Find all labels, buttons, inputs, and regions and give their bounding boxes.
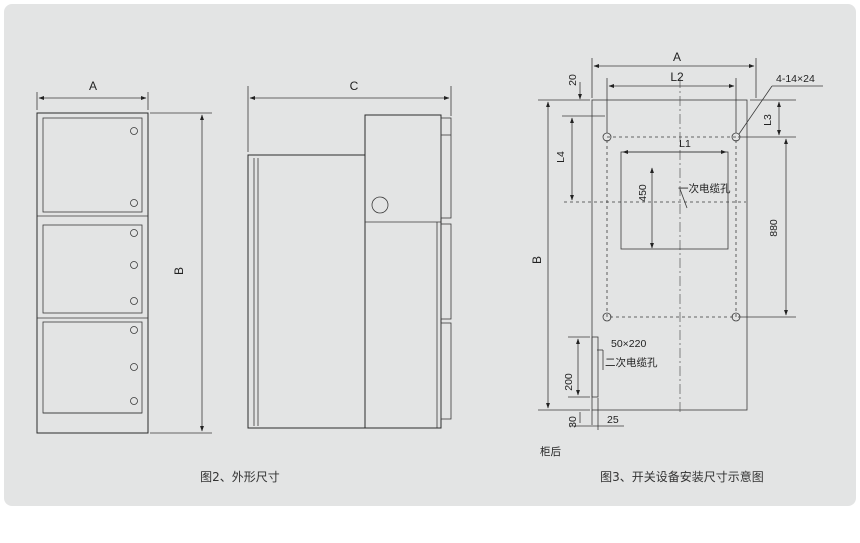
plan-dim-l3: L3 [762,114,774,126]
secondary-cable-hole-label: 二次电缆孔 [605,356,658,369]
dim-c-label: C [350,79,359,93]
primary-cable-hole-label: 一次电缆孔 [678,182,731,195]
plan-dim-l2: L2 [670,70,684,84]
hole-spec: 4-14×24 [776,73,815,85]
plan-dim-880: 880 [768,219,780,237]
cabinet-rear-label: 柜后 [540,445,561,458]
installation-plan [538,58,823,430]
plan-dim-a: A [673,50,681,64]
plan-dim-25: 25 [607,414,619,426]
plan-dim-l1: L1 [679,138,691,150]
plan-dim-450: 450 [637,184,649,202]
plan-dim-20: 20 [567,74,579,86]
slot-spec: 50×220 [611,338,646,350]
plan-dim-200: 200 [563,373,575,391]
plan-dim-b: B [530,256,544,264]
plan-dim-l4: L4 [555,151,567,163]
dim-b-label: B [172,267,186,275]
dim-a-label: A [89,79,97,93]
plan-dim-30: 30 [567,416,579,428]
side-view [247,86,452,429]
figure2-caption: 图2、外形尺寸 [200,470,280,484]
front-view [36,92,212,434]
figure3-caption: 图3、开关设备安装尺寸示意图 [600,469,764,484]
